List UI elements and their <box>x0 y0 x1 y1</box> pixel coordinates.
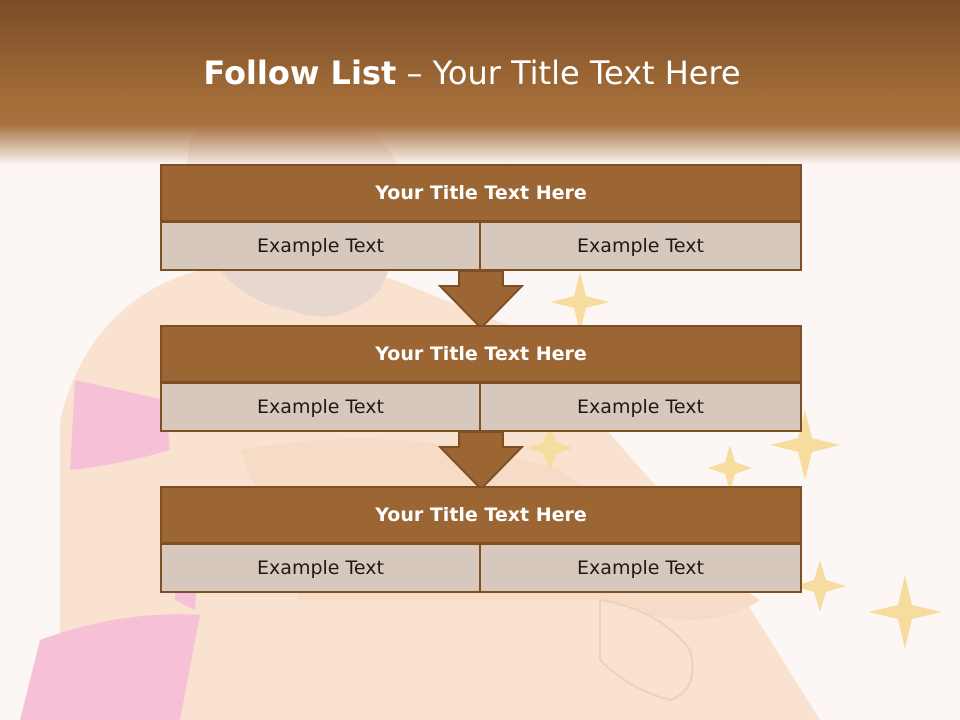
step-title: Your Title Text Here <box>160 164 802 222</box>
step-cell-left: Example Text <box>160 221 481 271</box>
pink-top <box>70 380 170 470</box>
hand-shape <box>599 598 694 702</box>
slide-title-bold: Follow List <box>203 54 397 92</box>
step-title: Your Title Text Here <box>160 486 802 544</box>
step-cell-left: Example Text <box>160 382 481 432</box>
step-block-3: Your Title Text Here Example Text Exampl… <box>160 486 802 594</box>
step-cell-right: Example Text <box>479 543 802 593</box>
slide-title-rest: – Your Title Text Here <box>406 54 741 92</box>
pink-bottom <box>20 614 200 720</box>
sparkle-group <box>527 272 942 649</box>
down-arrow-icon <box>438 270 524 330</box>
down-arrow-icon <box>438 431 524 491</box>
step-cell-right: Example Text <box>479 382 802 432</box>
step-title: Your Title Text Here <box>160 325 802 383</box>
step-block-1: Your Title Text Here Example Text Exampl… <box>160 164 802 272</box>
step-cell-left: Example Text <box>160 543 481 593</box>
step-block-2: Your Title Text Here Example Text Exampl… <box>160 325 802 433</box>
header-band <box>0 0 960 195</box>
step-cell-right: Example Text <box>479 221 802 271</box>
slide-title: Follow List – Your Title Text Here <box>0 54 944 92</box>
